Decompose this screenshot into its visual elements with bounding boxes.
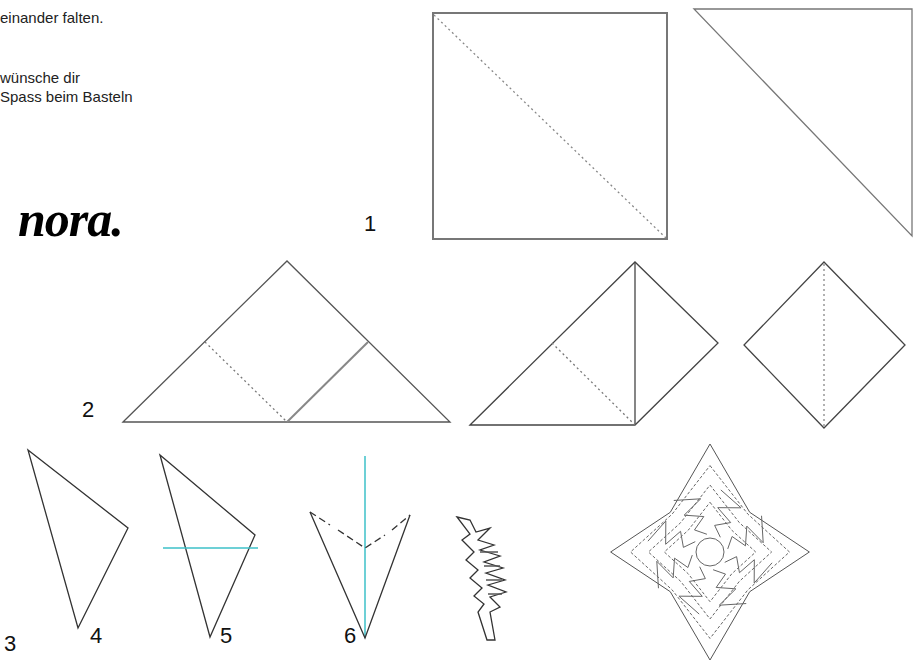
step-number: 2 (82, 398, 94, 422)
snowflake-cut (713, 570, 746, 605)
folded-wedge (28, 450, 128, 628)
folded-wedge (160, 455, 255, 637)
fold-line (823, 264, 824, 426)
note-text: Spass beim Basteln (0, 88, 133, 106)
snowflake-outline (611, 444, 810, 660)
paper-square (433, 13, 667, 239)
snowflake-cut (725, 557, 772, 583)
note-text: wünsche dir (0, 69, 80, 87)
signature: nora. (18, 192, 123, 246)
cut-piece (457, 517, 506, 640)
snowflake-center (696, 538, 724, 566)
fold-line (434, 15, 666, 238)
folded-wedge (310, 512, 410, 638)
snowflake-cut (728, 516, 763, 549)
cut-outline (310, 512, 410, 548)
fold-line (287, 342, 368, 422)
note-text: einander falten. (0, 9, 103, 27)
fold-edge (634, 262, 635, 425)
step-number: 4 (90, 624, 102, 648)
snowflake-cut (657, 555, 692, 588)
snowflake-cut (715, 490, 741, 537)
fold-line (205, 342, 287, 422)
cut-detail (480, 552, 502, 594)
snowflake-cut (664, 502, 755, 601)
diamond-fold (744, 262, 905, 428)
snowflake-cut (631, 466, 790, 639)
snowflake (611, 444, 810, 660)
snowflake-cut (674, 499, 707, 534)
step-number: 1 (364, 212, 376, 236)
fold-line (552, 343, 635, 425)
step-number: 6 (344, 624, 356, 648)
cut-line (163, 547, 258, 549)
half-folded-triangle (470, 262, 718, 425)
step-number: 5 (220, 624, 232, 648)
snowflake-cut (648, 485, 771, 619)
folded-triangle (694, 9, 912, 236)
triangle (123, 261, 450, 422)
snowflake-cut (679, 567, 705, 614)
snowflake-cut (648, 521, 695, 547)
step-number: 3 (4, 632, 16, 656)
